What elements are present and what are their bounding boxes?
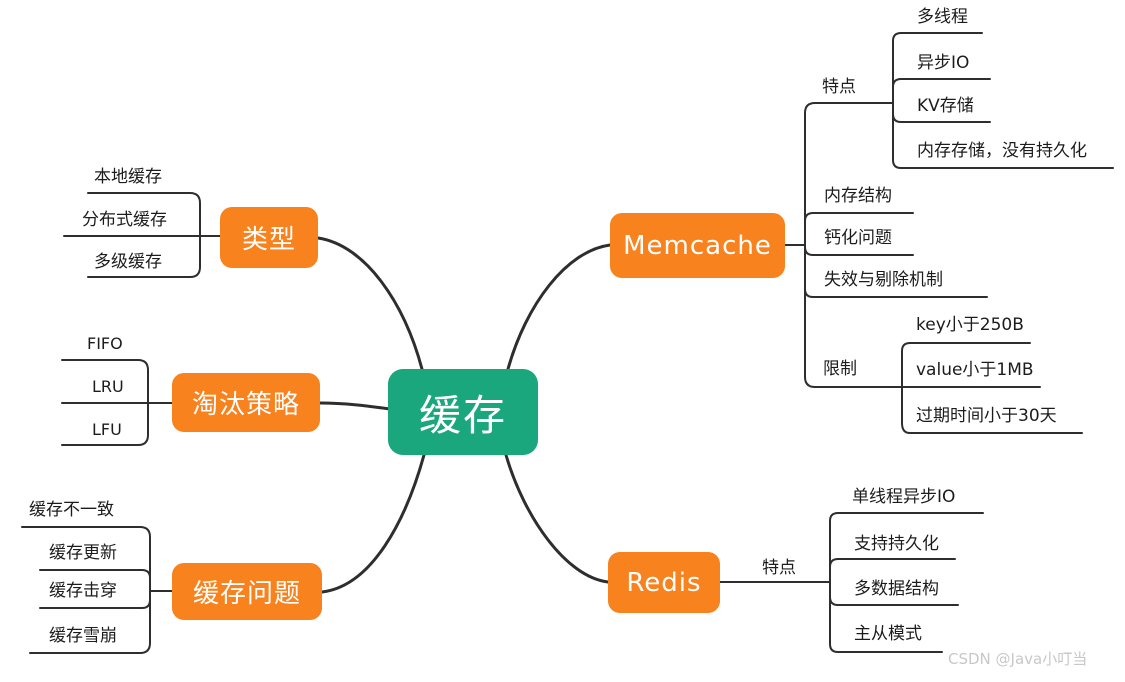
leaf-multilevel-cache[interactable]: 多级缓存 <box>94 252 162 272</box>
branch-node-problems[interactable]: 缓存问题 <box>172 563 322 620</box>
leaf-lfu[interactable]: LFU <box>92 420 122 439</box>
branch-node-eviction[interactable]: 淘汰策略 <box>172 373 320 432</box>
leaf-memory-structure[interactable]: 内存结构 <box>824 186 892 206</box>
branch-node-type[interactable]: 类型 <box>220 207 318 268</box>
leaf-single-thread-async-io[interactable]: 单线程异步IO <box>852 487 956 507</box>
leaf-memory-no-persistence[interactable]: 内存存储，没有持久化 <box>917 141 1087 161</box>
leaf-expiry-eviction[interactable]: 失效与剔除机制 <box>824 270 943 290</box>
branch-node-redis[interactable]: Redis <box>608 552 720 613</box>
leaf-distributed-cache[interactable]: 分布式缓存 <box>82 210 167 230</box>
leaf-cache-update[interactable]: 缓存更新 <box>49 543 117 563</box>
subtopic-redis-features[interactable]: 特点 <box>762 558 796 578</box>
memcache-limits-bracket <box>892 342 1083 434</box>
leaf-cache-breakdown[interactable]: 缓存击穿 <box>49 581 117 601</box>
memcache-bracket <box>784 102 988 388</box>
leaf-master-slave[interactable]: 主从模式 <box>854 624 922 644</box>
leaf-calcification[interactable]: 钙化问题 <box>824 228 892 248</box>
csdn-watermark: CSDN @Java小叮当 <box>948 650 1088 668</box>
leaf-fifo[interactable]: FIFO <box>87 334 123 353</box>
leaf-async-io[interactable]: 异步IO <box>917 53 970 73</box>
root-node-cache[interactable]: 缓存 <box>388 369 538 455</box>
type-bracket <box>63 192 221 278</box>
leaf-multithread[interactable]: 多线程 <box>917 7 968 27</box>
redis-features-bracket <box>719 512 984 653</box>
leaf-expire-limit[interactable]: 过期时间小于30天 <box>916 406 1057 426</box>
root-branch-curves <box>316 236 612 594</box>
leaf-lru[interactable]: LRU <box>92 377 124 396</box>
leaf-cache-inconsistency[interactable]: 缓存不一致 <box>29 500 114 520</box>
leaf-kv-storage[interactable]: KV存储 <box>917 96 974 116</box>
leaf-local-cache[interactable]: 本地缓存 <box>94 167 162 187</box>
eviction-bracket <box>61 359 173 446</box>
memcache-features-bracket <box>892 32 1114 169</box>
leaf-multi-data-structure[interactable]: 多数据结构 <box>854 579 939 599</box>
curve-root-problems <box>320 453 426 594</box>
curve-root-redis <box>504 453 610 584</box>
subtopic-memcache-features[interactable]: 特点 <box>822 77 856 97</box>
curve-root-type <box>316 236 424 371</box>
leaf-persistence-support[interactable]: 支持持久化 <box>854 534 939 554</box>
subtopic-memcache-limits[interactable]: 限制 <box>823 359 857 379</box>
problems-bracket <box>21 526 173 654</box>
curve-root-memcache <box>506 243 612 371</box>
leaf-key-limit[interactable]: key小于250B <box>916 315 1024 335</box>
curve-root-eviction <box>318 401 392 411</box>
branch-node-memcache[interactable]: Memcache <box>610 213 785 278</box>
leaf-value-limit[interactable]: value小于1MB <box>916 360 1034 380</box>
leaf-cache-avalanche[interactable]: 缓存雪崩 <box>49 626 117 646</box>
